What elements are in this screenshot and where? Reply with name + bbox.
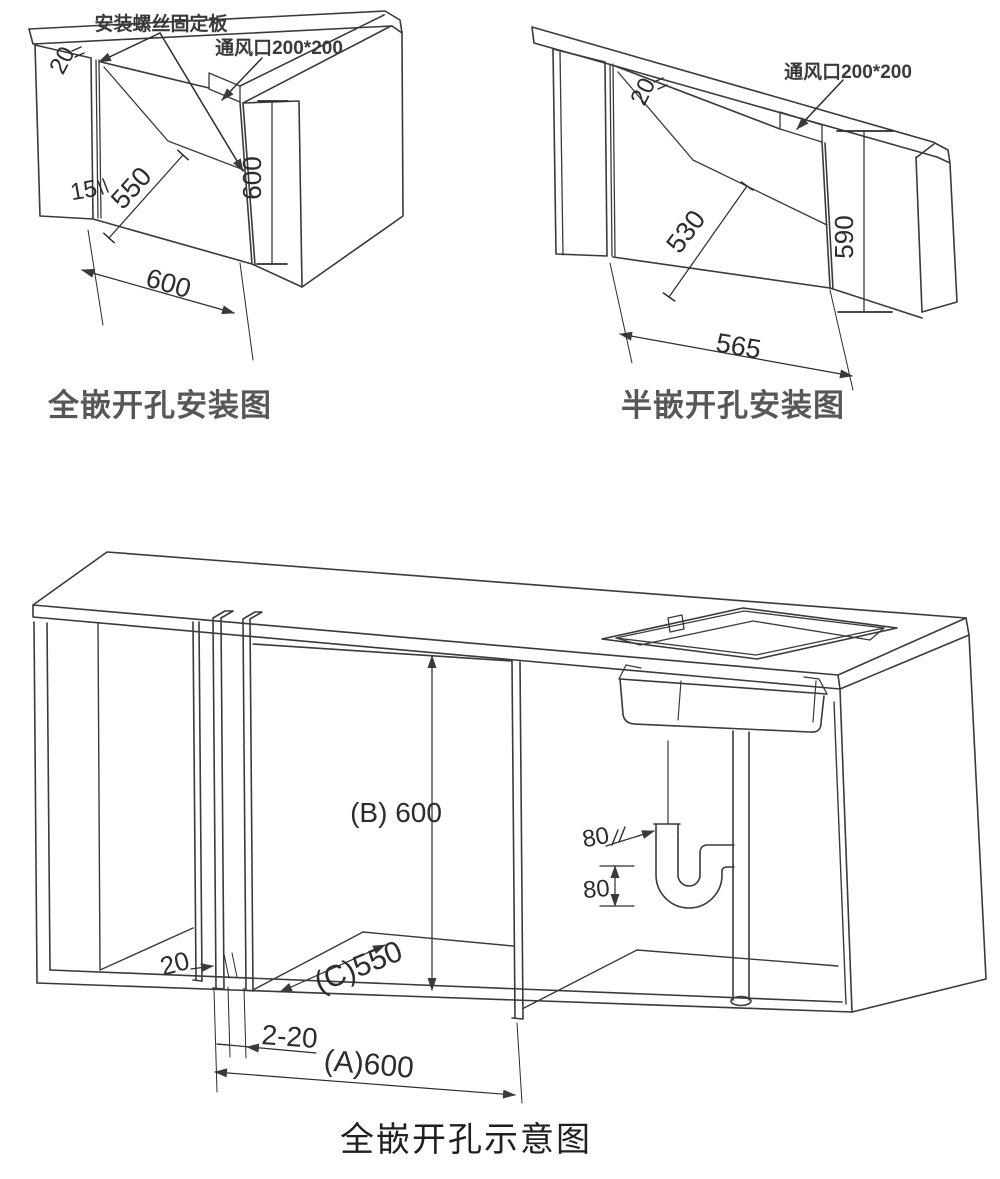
semi-embed-dimensions <box>609 77 894 391</box>
dim-a600: (A)600 <box>323 1044 416 1085</box>
dim-600-width: 600 <box>143 263 195 304</box>
full-embed-title: 全嵌开孔安装图 <box>47 388 272 423</box>
dim-b600: (B) 600 <box>350 797 442 828</box>
semi-embed-texts: 通风口200*200 20 530 590 565 半嵌开孔安装图 <box>621 61 912 423</box>
semi-embed-title: 半嵌开孔安装图 <box>621 388 845 423</box>
full-embed-cabinet-drawing <box>28 10 404 288</box>
dim-2-20: 2-20 <box>261 1019 319 1054</box>
dim-15: 15 <box>68 175 99 206</box>
screw-plate-label: 安装螺丝固定板 <box>94 12 228 35</box>
dim-80-side: 80 <box>580 822 611 853</box>
dim-20-2: 20 <box>625 74 661 110</box>
dim-550: 550 <box>105 161 157 215</box>
dim-c550: (C)550 <box>310 935 407 1000</box>
schematic-cabinet-drawing <box>32 551 987 1020</box>
dim-565: 565 <box>714 327 764 364</box>
vent-label-1: 通风口200*200 <box>215 37 343 59</box>
full-embed-texts: 安装螺丝固定板 通风口200*200 20 15 550 600 600 全嵌开… <box>44 12 343 423</box>
schematic-title: 全嵌开孔示意图 <box>340 1121 592 1159</box>
semi-embed-cabinet-drawing <box>531 26 958 319</box>
schematic-texts: 20 2-20 (A)600 (B) 600 (C)550 80 80 全嵌开孔… <box>157 797 611 1159</box>
schematic-dimensions <box>190 655 655 1104</box>
full-embed-dimensions <box>71 32 289 361</box>
dim-530: 530 <box>660 205 711 259</box>
dim-590: 590 <box>829 215 859 258</box>
dim-80-vert: 80 <box>582 875 611 904</box>
dim-600-height: 600 <box>237 156 267 199</box>
vent-label-2: 通风口200*200 <box>784 61 912 83</box>
